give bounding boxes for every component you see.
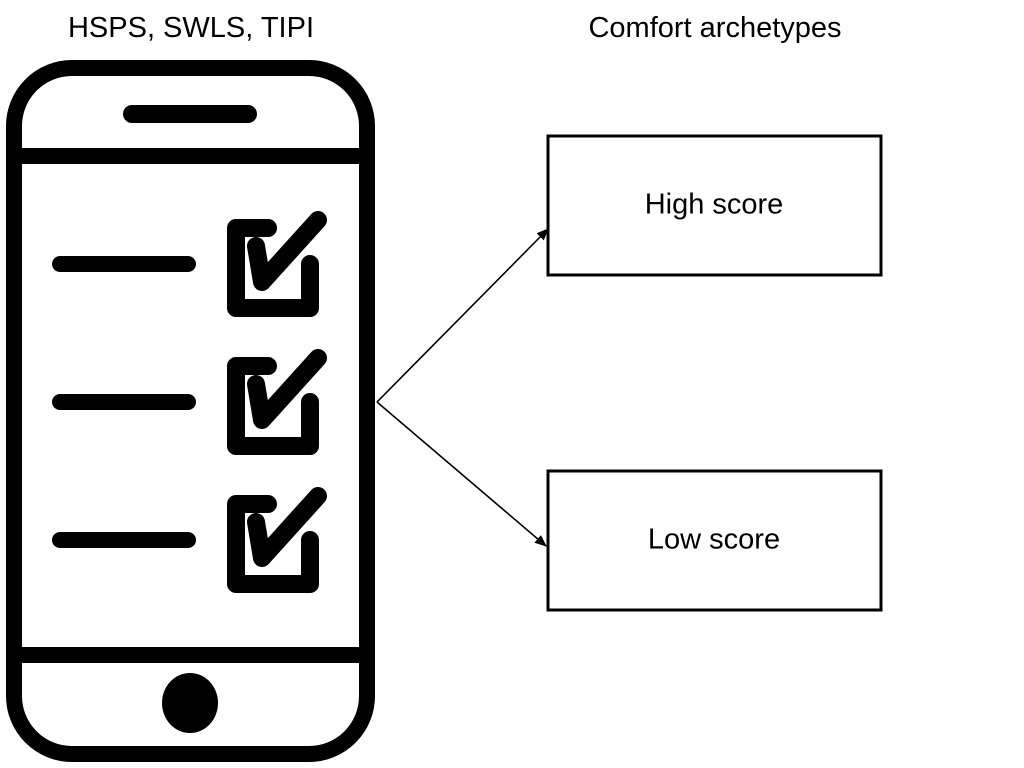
high-score-label: High score <box>645 189 784 221</box>
checked-box-icon <box>227 495 319 593</box>
arrow-to-high-score <box>376 228 549 403</box>
checkmark-icon <box>247 349 327 429</box>
checked-box-icon <box>227 219 319 317</box>
checklist-row <box>52 349 327 455</box>
checkmark-icon <box>247 487 327 567</box>
high-score-box-frame <box>546 134 883 277</box>
archetypes-heading: Comfort archetypes <box>588 12 842 44</box>
low-score-label: Low score <box>648 524 780 556</box>
high-score-box: High score <box>546 134 883 277</box>
questionnaires-heading: HSPS, SWLS, TIPI <box>67 12 315 44</box>
low-score-box: Low score <box>546 469 883 612</box>
checked-box-icon <box>227 357 319 455</box>
low-score-box-frame <box>546 469 883 612</box>
checkmark-icon <box>247 211 327 291</box>
phone-home-button-icon <box>162 673 218 733</box>
arrow-to-low-score <box>376 401 547 547</box>
checklist-row <box>52 487 327 593</box>
checklist-row <box>52 211 327 317</box>
